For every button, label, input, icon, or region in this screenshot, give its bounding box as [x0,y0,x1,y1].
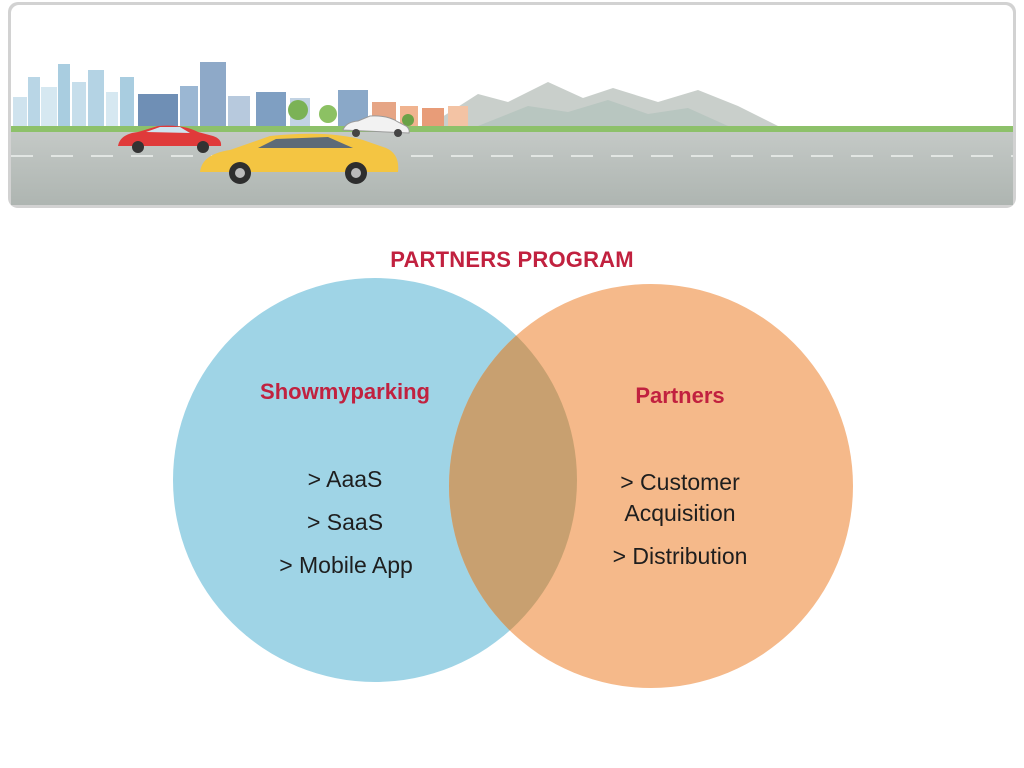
right-item-acquisition: Acquisition [624,500,736,526]
right-item-distribution: > Distribution [612,543,748,569]
red-car-icon [118,125,222,153]
left-item-saas: > SaaS [306,509,384,535]
showmyparking-heading: Showmyparking [260,379,430,404]
left-item-mobile-app: > Mobile App [279,552,413,578]
right-item-customer: > Customer [620,469,740,495]
page-title: PARTNERS PROGRAM [390,247,634,272]
banner-illustration [8,2,1016,208]
partners-heading: Partners [635,383,725,408]
city-road-banner [8,2,1016,208]
white-car-icon [342,115,410,137]
mountains-icon [428,82,778,126]
left-item-aaas: > AaaS [307,466,383,492]
yellow-car-icon [200,133,399,184]
